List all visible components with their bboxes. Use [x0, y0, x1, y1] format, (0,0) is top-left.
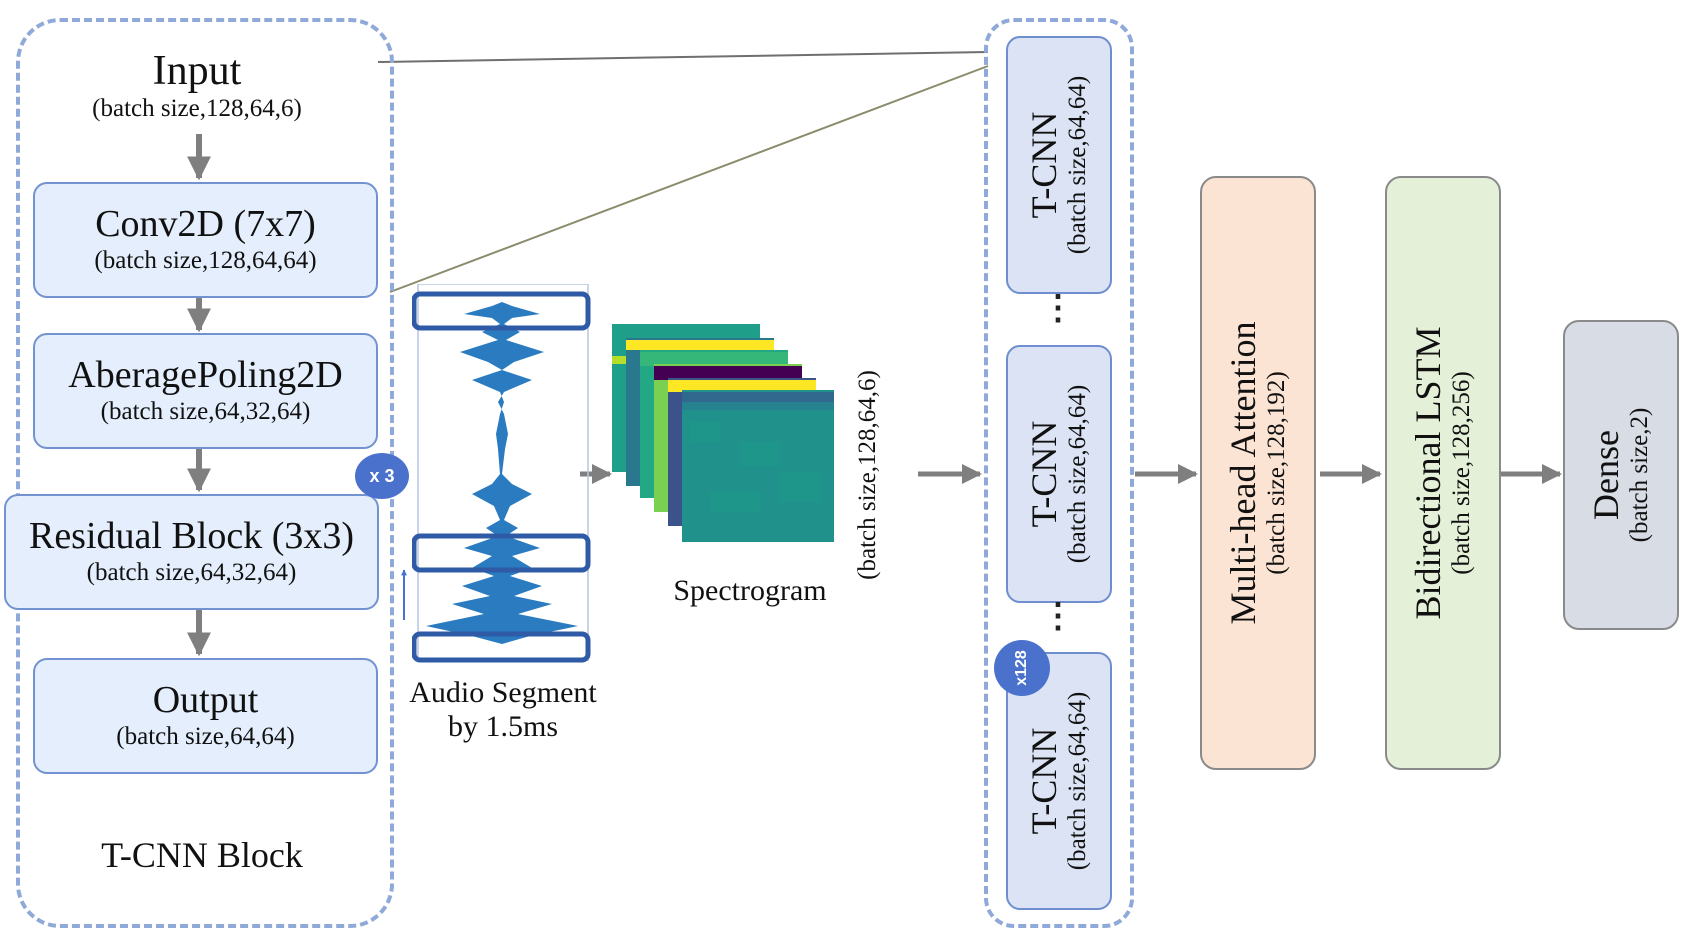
spectrogram-shape-wrap: (batch size,128,64,6): [838, 345, 898, 605]
layer-title: Residual Block (3x3): [28, 515, 355, 557]
dense-title: Dense: [1586, 430, 1626, 520]
ellipsis-1: ⋮: [1041, 290, 1075, 327]
zoom-line-bottom: [389, 65, 989, 293]
segment-frame-mid: [412, 533, 591, 573]
tcnn-stack-panel: [984, 18, 1134, 928]
spectrogram-stack: [612, 324, 834, 542]
layer-shape: (batch size,128,64,64): [94, 247, 317, 274]
segment-frame-top: [412, 291, 591, 331]
spectrogram-shape: (batch size,128,64,6): [854, 370, 881, 580]
audio-caption: Audio Segment by 1.5ms: [392, 676, 614, 744]
layer-title: Conv2D (7x7): [95, 203, 316, 245]
audio-waveform: [412, 284, 591, 663]
repeat-badge-x128: x128: [994, 640, 1050, 696]
input-label: Input (batch size,128,64,6): [32, 48, 362, 124]
lstm-shape: (batch size,128,256): [1448, 371, 1475, 575]
spectrogram-caption: Spectrogram: [673, 574, 827, 607]
lstm-block: Bidirectional LSTM (batch size,128,256): [1385, 176, 1501, 770]
tcnn-shape: (batch size,64,64): [1064, 75, 1091, 255]
dense-shape: (batch size,2): [1626, 407, 1653, 543]
layer-conv2d: Conv2D (7x7) (batch size,128,64,64): [33, 182, 378, 298]
layer-title: AberagePoling2D: [68, 354, 343, 396]
layer-residual-block: Residual Block (3x3) (batch size,64,32,6…: [4, 494, 379, 610]
input-title: Input: [152, 48, 242, 94]
ellipsis-2: ⋮: [1041, 598, 1075, 635]
tcnn-shape: (batch size,64,64): [1064, 691, 1091, 871]
layer-title: Output: [152, 679, 259, 721]
segment-frame-bottom: [412, 631, 591, 663]
tcnn-unit-2: T-CNN (batch size,64,64): [1006, 345, 1112, 603]
repeat-badge-x3: x 3: [355, 453, 409, 499]
dense-block: Dense (batch size,2): [1563, 320, 1679, 630]
layer-output: Output (batch size,64,64): [33, 658, 378, 774]
tcnn-block-title: T-CNN Block: [101, 835, 303, 875]
layer-shape: (batch size,64,32,64): [86, 559, 297, 586]
tcnn-unit-1: T-CNN (batch size,64,64): [1006, 36, 1112, 294]
zoom-line-top: [377, 51, 989, 63]
tcnn-shape: (batch size,64,64): [1064, 384, 1091, 564]
tcnn-title: T-CNN: [1024, 727, 1064, 835]
attention-shape: (batch size,128,192): [1263, 371, 1290, 575]
attention-block: Multi-head Attention (batch size,128,192…: [1200, 176, 1316, 770]
tcnn-title: T-CNN: [1024, 420, 1064, 528]
tcnn-title: T-CNN: [1024, 111, 1064, 219]
layer-shape: (batch size,64,32,64): [100, 398, 311, 425]
tcnn-block-panel: [16, 18, 394, 928]
audio-caption-line2: by 1.5ms: [447, 710, 558, 743]
attention-title: Multi-head Attention: [1223, 321, 1263, 625]
layer-averagepooling: AberagePoling2D (batch size,64,32,64): [33, 333, 378, 449]
input-shape: (batch size,128,64,6): [92, 95, 302, 122]
layer-shape: (batch size,64,64): [116, 723, 295, 750]
audio-caption-line1: Audio Segment: [409, 676, 597, 709]
lstm-title: Bidirectional LSTM: [1408, 326, 1448, 620]
